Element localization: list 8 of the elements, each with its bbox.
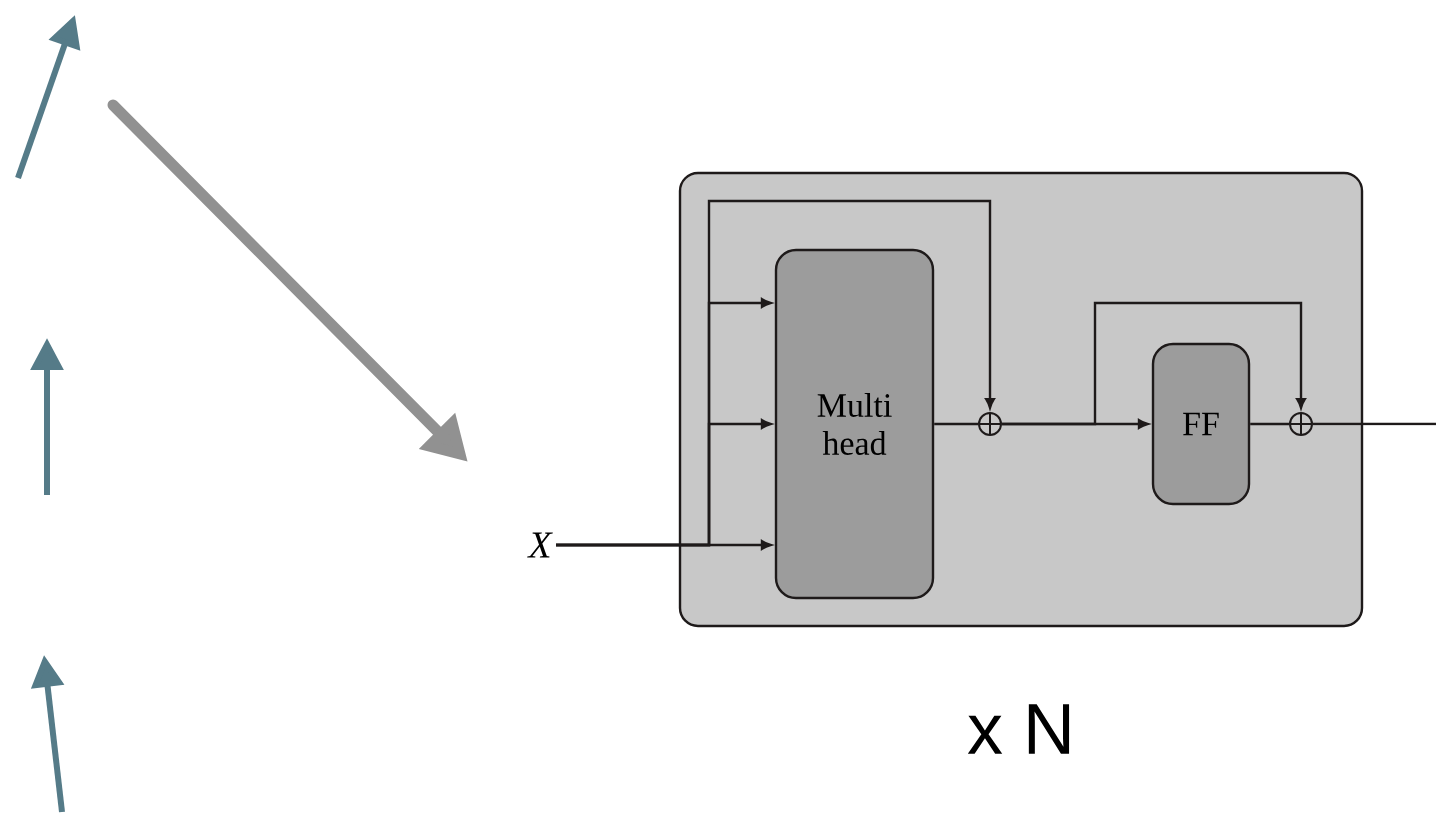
repeat-label: x N xyxy=(967,704,1070,754)
sum-circle xyxy=(1289,412,1313,436)
arrow xyxy=(556,199,995,547)
input-label: X xyxy=(527,532,553,558)
process-box: FF xyxy=(1151,342,1251,506)
arrow xyxy=(1002,301,1306,426)
sum-circle xyxy=(978,412,1002,436)
process-box: Multi head xyxy=(774,248,935,600)
